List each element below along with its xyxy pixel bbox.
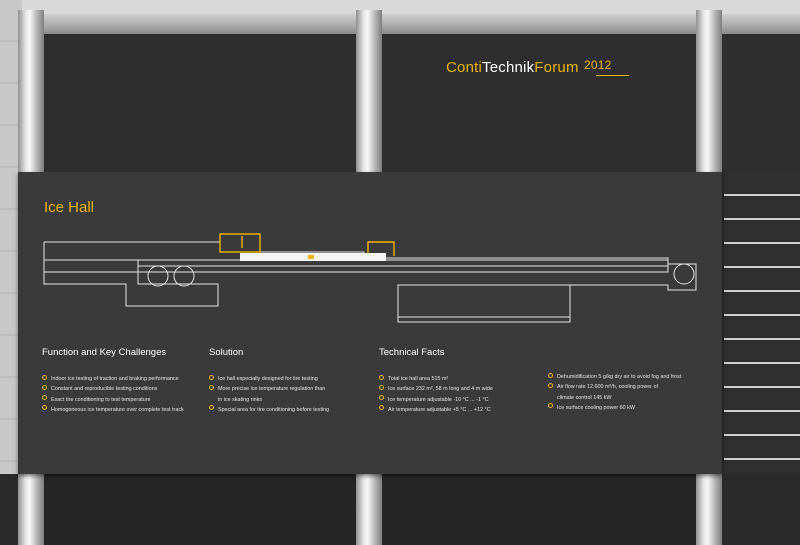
list-item: Ice surface cooling power 60 kW — [548, 403, 681, 413]
ice-hall-sign: Ice Hall Function and Key Challenges I — [18, 172, 722, 474]
sign-title: Ice Hall — [44, 199, 95, 216]
list-item: Air flow rate 12.600 m³/h, cooling power… — [548, 382, 681, 392]
plan-tire-conditioning-room — [219, 233, 261, 253]
list-solution: Ice hall especially designed for tire te… — [209, 374, 329, 415]
slatwall-panel — [724, 172, 800, 472]
list-function: Indoor ice testing of traction and braki… — [42, 374, 184, 415]
list-item: in ice skating rinks — [218, 396, 263, 403]
list-item: Ice surface 232 m², 58 m long and 4 m wi… — [379, 384, 493, 394]
top-rail-center — [380, 14, 698, 34]
logo-conti: Conti — [446, 59, 483, 76]
top-rail-right — [720, 14, 800, 34]
heading-solution: Solution — [209, 347, 244, 358]
logo-forum: Forum — [534, 59, 579, 76]
plan-outline — [44, 241, 697, 323]
logo-year: 2012 — [584, 58, 612, 72]
plan-upper-block — [219, 233, 261, 253]
contitechnikforum-logo: ContiTechnikForum 2012 — [446, 58, 612, 76]
list-item: Dehumidification 5 g/kg dry air to avoid… — [548, 372, 681, 382]
plan-roller-2 — [173, 265, 195, 287]
list-technical-facts: Total ice hall area 515 m² Ice surface 2… — [379, 374, 493, 415]
list-item: climate control 145 kW — [557, 394, 612, 401]
list-item: Special area for tire conditioning befor… — [209, 405, 329, 415]
heading-technical-facts: Technical Facts — [379, 347, 445, 358]
back-panel-bottom-left — [40, 474, 358, 545]
back-panel-bottom-center — [380, 474, 698, 545]
list-item: Exact tire conditioning to test temperat… — [42, 395, 184, 405]
list-item: Homogeneous ice temperature over complet… — [42, 405, 184, 415]
logo-underline — [596, 75, 629, 76]
plan-roller-3 — [673, 263, 695, 285]
list-item: Ice temperature adjustable -10 °C ... -1… — [379, 395, 493, 405]
wall-left — [0, 0, 22, 545]
top-rail-left — [40, 14, 358, 34]
list-item: Indoor ice testing of traction and braki… — [42, 374, 184, 384]
plan-left-block — [43, 242, 219, 307]
list-item: More precise ice temperature regulation … — [209, 384, 329, 394]
logo-technik: Technik — [482, 59, 535, 76]
list-item: Total ice hall area 515 m² — [379, 374, 493, 384]
ice-hall-floor-plan — [43, 233, 697, 323]
list-item: Air temperature adjustable +5 °C ... +12… — [379, 405, 493, 415]
plan-vehicle-marker — [308, 255, 314, 259]
heading-function: Function and Key Challenges — [42, 347, 167, 358]
wall-strip — [0, 0, 800, 14]
plan-roller-1 — [147, 265, 169, 287]
list-item: Constant and reproducible testing condit… — [42, 384, 184, 394]
list-item: Ice hall especially designed for tire te… — [209, 374, 329, 384]
list-technical-facts-2: Dehumidification 5 g/kg dry air to avoid… — [548, 372, 681, 413]
plan-control-room — [367, 241, 395, 256]
